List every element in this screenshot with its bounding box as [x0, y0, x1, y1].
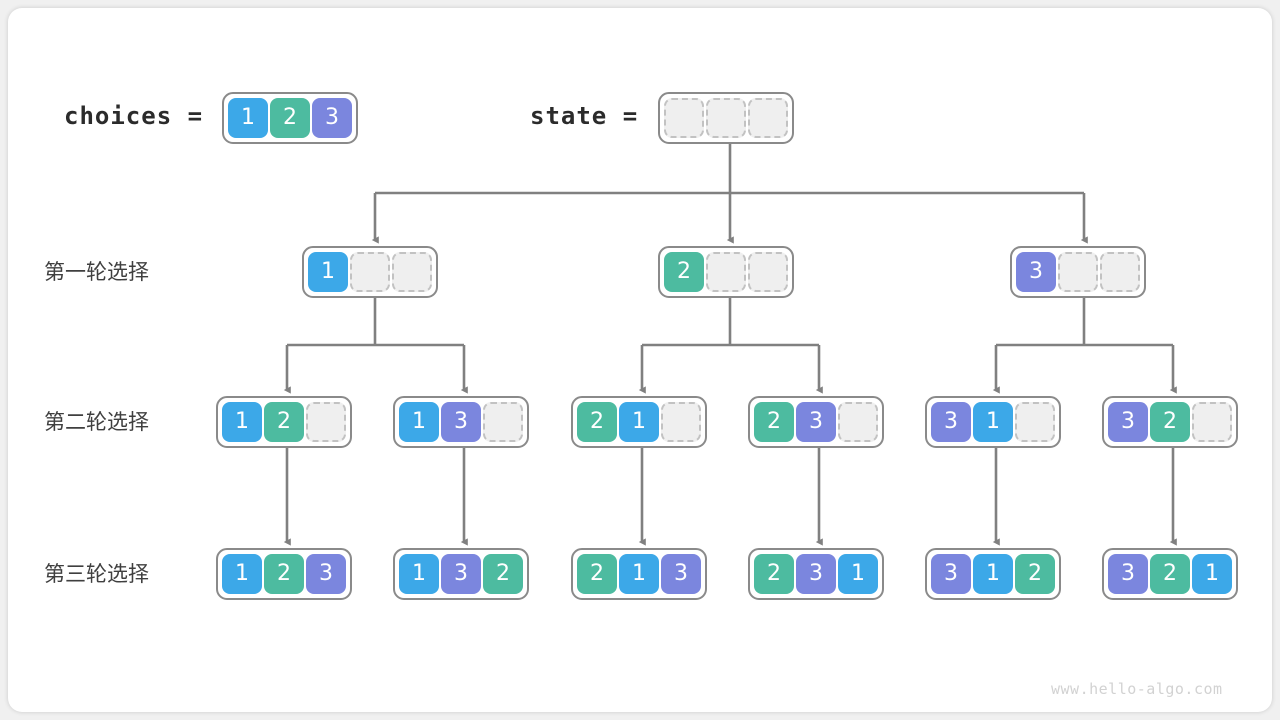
row-label-round-1: 第一轮选择 — [44, 260, 149, 284]
round-3-node-2-cell-0-value-1: 1 — [399, 554, 439, 594]
round-3-node-3-cell-0-value-2: 2 — [577, 554, 617, 594]
round-1-node-3-cell-0-value-3: 3 — [1016, 252, 1056, 292]
round-3-node-6-cell-1-value-2: 2 — [1150, 554, 1190, 594]
round-2-node-3-cell-1-value-1: 1 — [619, 402, 659, 442]
round-3-node-6-cell-2-value-1: 1 — [1192, 554, 1232, 594]
choices-array-cell-1-value-2: 2 — [270, 98, 310, 138]
round-1-node-1-cell-2-empty — [392, 252, 432, 292]
round-1-node-3-cell-2-empty — [1100, 252, 1140, 292]
round-2-node-1-cell-1-value-2: 2 — [264, 402, 304, 442]
round-1-node-1-cell-1-empty — [350, 252, 390, 292]
round-1-node-2-cell-0-value-2: 2 — [664, 252, 704, 292]
round-2-node-5-cell-0-value-3: 3 — [931, 402, 971, 442]
state-array-cell-2-empty — [748, 98, 788, 138]
round-3-node-4-cell-2-value-1: 1 — [838, 554, 878, 594]
round-2-node-5-cell-2-empty — [1015, 402, 1055, 442]
round-2-node-6-cell-0-value-3: 3 — [1108, 402, 1148, 442]
round-3-node-2-cell-2-value-2: 2 — [483, 554, 523, 594]
round-3-node-1-cell-0-value-1: 1 — [222, 554, 262, 594]
state-label: state = — [530, 102, 639, 130]
round-3-node-5-cell-1-value-1: 1 — [973, 554, 1013, 594]
round-1-node-1-cell-0-value-1: 1 — [308, 252, 348, 292]
row-label-round-2: 第二轮选择 — [44, 410, 149, 434]
round-3-node-1-cell-1-value-2: 2 — [264, 554, 304, 594]
round-3-node-3-cell-2-value-3: 3 — [661, 554, 701, 594]
round-1-node-2-cell-2-empty — [748, 252, 788, 292]
round-2-node-2-cell-0-value-1: 1 — [399, 402, 439, 442]
round-1-node-1: 1 — [302, 246, 438, 298]
round-2-node-5-cell-1-value-1: 1 — [973, 402, 1013, 442]
round-2-node-4-cell-1-value-3: 3 — [796, 402, 836, 442]
round-1-node-3: 3 — [1010, 246, 1146, 298]
round-1-node-2-cell-1-empty — [706, 252, 746, 292]
round-1-node-2: 2 — [658, 246, 794, 298]
round-2-node-2-cell-2-empty — [483, 402, 523, 442]
round-3-node-5-cell-2-value-2: 2 — [1015, 554, 1055, 594]
round-2-node-2-cell-1-value-3: 3 — [441, 402, 481, 442]
round-2-node-1-cell-2-empty — [306, 402, 346, 442]
round-3-node-6-cell-0-value-3: 3 — [1108, 554, 1148, 594]
row-label-round-3: 第三轮选择 — [44, 562, 149, 586]
round-1-node-3-cell-1-empty — [1058, 252, 1098, 292]
round-3-node-5-cell-0-value-3: 3 — [931, 554, 971, 594]
round-3-node-2-cell-1-value-3: 3 — [441, 554, 481, 594]
round-3-node-4-cell-0-value-2: 2 — [754, 554, 794, 594]
round-3-node-4-cell-1-value-3: 3 — [796, 554, 836, 594]
state-array — [658, 92, 794, 144]
round-2-node-4-cell-2-empty — [838, 402, 878, 442]
round-2-node-3-cell-0-value-2: 2 — [577, 402, 617, 442]
state-array-cell-0-empty — [664, 98, 704, 138]
watermark: www.hello-algo.com — [1051, 680, 1223, 698]
state-array-cell-1-empty — [706, 98, 746, 138]
choices-array-cell-0-value-1: 1 — [228, 98, 268, 138]
choices-label: choices = — [64, 102, 204, 130]
round-2-node-6-cell-2-empty — [1192, 402, 1232, 442]
round-2-node-1-cell-0-value-1: 1 — [222, 402, 262, 442]
round-2-node-3-cell-2-empty — [661, 402, 701, 442]
round-3-node-1-cell-2-value-3: 3 — [306, 554, 346, 594]
choices-array-cell-2-value-3: 3 — [312, 98, 352, 138]
round-3-node-3-cell-1-value-1: 1 — [619, 554, 659, 594]
round-2-node-4-cell-0-value-2: 2 — [754, 402, 794, 442]
round-2-node-6-cell-1-value-2: 2 — [1150, 402, 1190, 442]
